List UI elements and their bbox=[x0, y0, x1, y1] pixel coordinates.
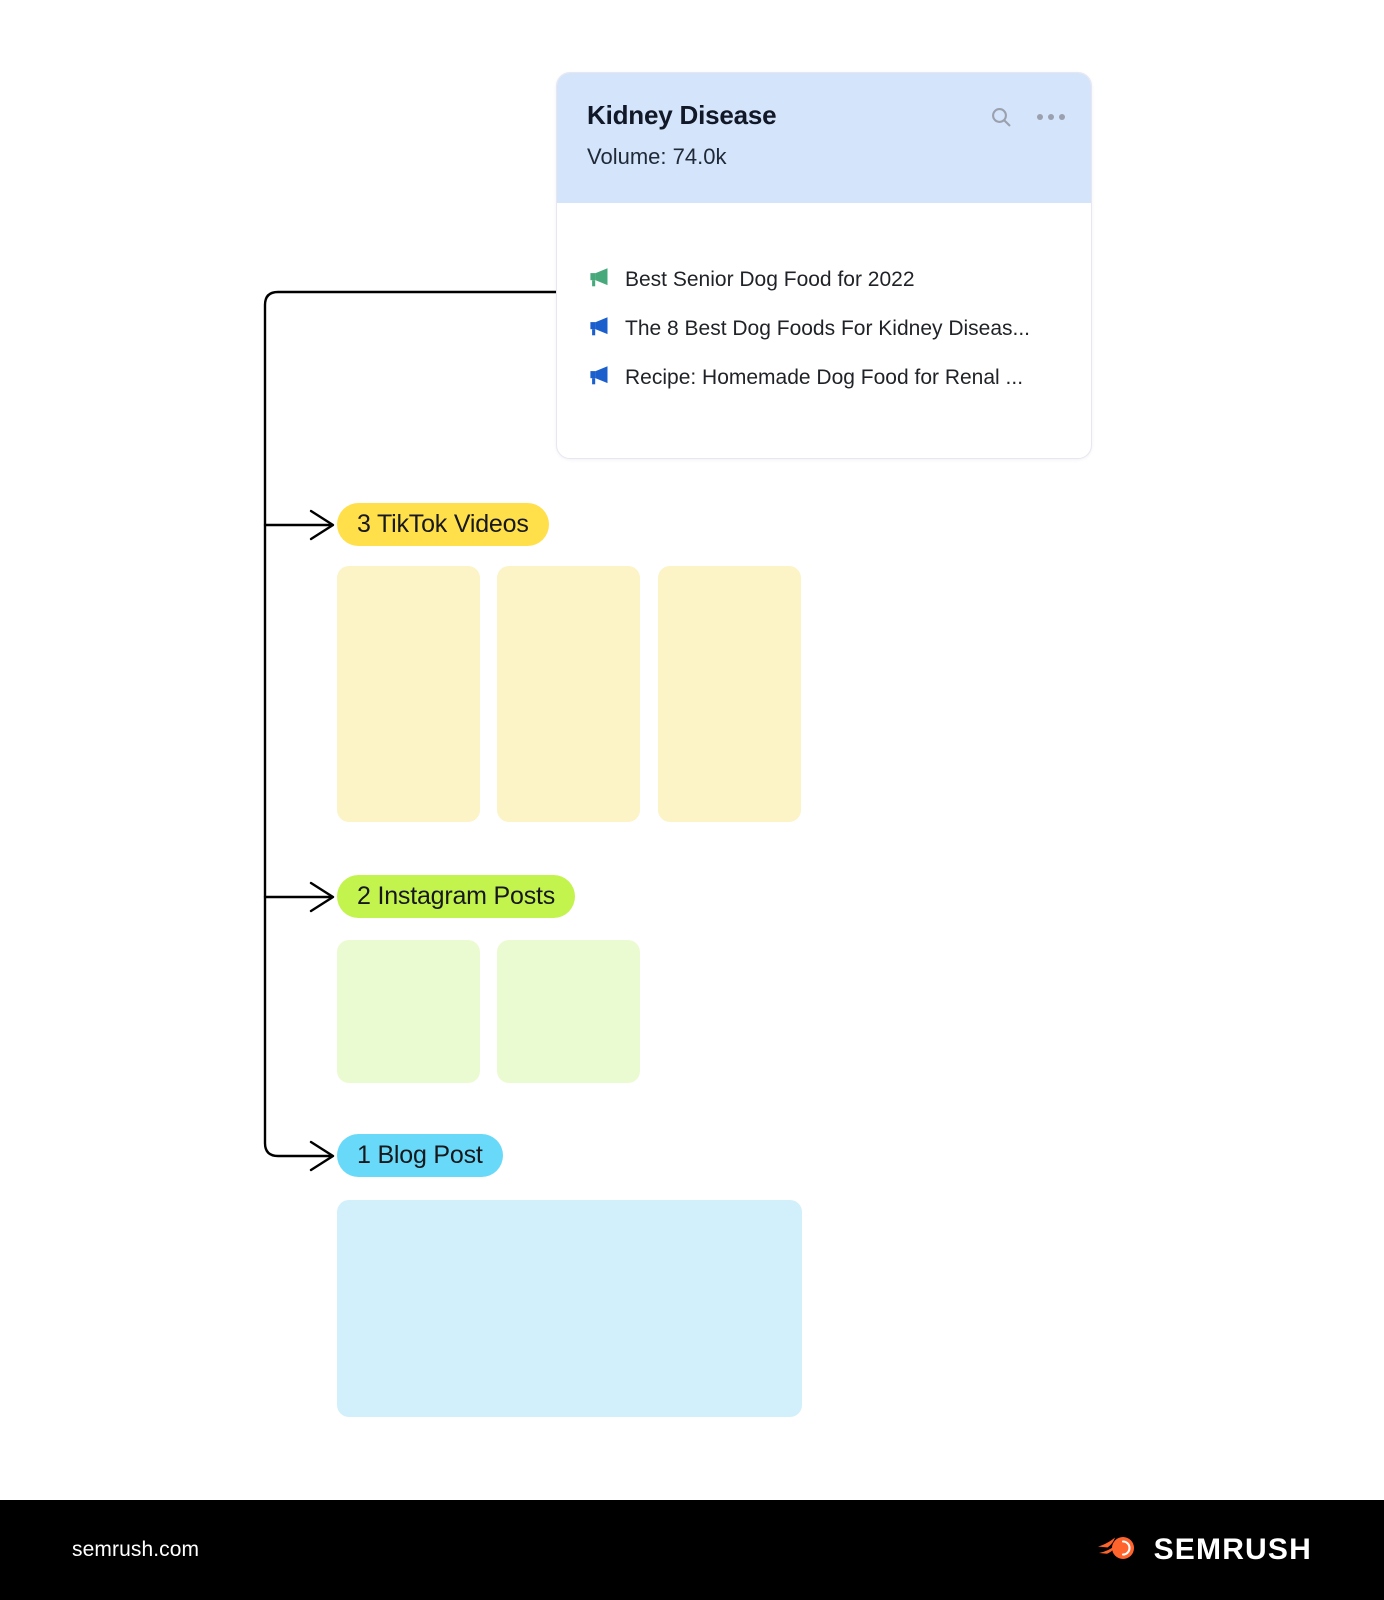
keyword-card[interactable]: Kidney Disease Volume: 74.0k bbox=[556, 72, 1092, 459]
branch-pill-label: 1 Blog Post bbox=[357, 1141, 483, 1169]
search-icon[interactable] bbox=[989, 105, 1013, 129]
volume-label: Volume: bbox=[587, 143, 667, 169]
instagram-post-placeholder[interactable] bbox=[337, 940, 480, 1083]
megaphone-icon bbox=[587, 315, 611, 343]
list-item[interactable]: The 8 Best Dog Foods For Kidney Diseas..… bbox=[557, 304, 1091, 353]
volume-value: 74.0k bbox=[672, 143, 727, 169]
more-options-icon[interactable] bbox=[1037, 114, 1065, 120]
megaphone-icon bbox=[587, 364, 611, 392]
list-item[interactable]: Recipe: Homemade Dog Food for Renal ... bbox=[557, 353, 1091, 402]
blog-post-placeholder[interactable] bbox=[337, 1200, 802, 1417]
card-header: Kidney Disease Volume: 74.0k bbox=[557, 73, 1091, 203]
keyword-list: Best Senior Dog Food for 2022 The 8 Best… bbox=[557, 203, 1091, 402]
list-item-label: The 8 Best Dog Foods For Kidney Diseas..… bbox=[625, 316, 1031, 340]
branch-pill-label: 3 TikTok Videos bbox=[357, 510, 529, 538]
semrush-comet-logo bbox=[1096, 1531, 1140, 1570]
branch-pill-blog[interactable]: 1 Blog Post bbox=[337, 1134, 503, 1177]
megaphone-icon bbox=[587, 266, 611, 294]
card-actions bbox=[989, 105, 1065, 129]
footer-bar: semrush.com SEMRUSH bbox=[0, 1500, 1384, 1600]
tiktok-video-placeholder[interactable] bbox=[497, 566, 640, 822]
list-item-label: Best Senior Dog Food for 2022 bbox=[625, 267, 915, 291]
branch-pill-instagram[interactable]: 2 Instagram Posts bbox=[337, 875, 576, 918]
footer-url: semrush.com bbox=[72, 1538, 200, 1561]
branch-pill-label: 2 Instagram Posts bbox=[357, 882, 556, 910]
list-item-label: Recipe: Homemade Dog Food for Renal ... bbox=[625, 365, 1024, 389]
dots-glyph bbox=[1037, 114, 1065, 120]
semrush-brand: SEMRUSH bbox=[1096, 1531, 1312, 1570]
list-item[interactable]: Best Senior Dog Food for 2022 bbox=[557, 255, 1091, 304]
page-title: Kidney Disease bbox=[587, 100, 777, 130]
semrush-wordmark: SEMRUSH bbox=[1153, 1533, 1312, 1566]
instagram-post-placeholder[interactable] bbox=[497, 940, 640, 1083]
tiktok-video-placeholder[interactable] bbox=[337, 566, 480, 822]
tiktok-video-placeholder[interactable] bbox=[658, 566, 801, 822]
volume-row: Volume: 74.0k bbox=[587, 144, 1061, 170]
branch-pill-tiktok[interactable]: 3 TikTok Videos bbox=[337, 503, 549, 546]
